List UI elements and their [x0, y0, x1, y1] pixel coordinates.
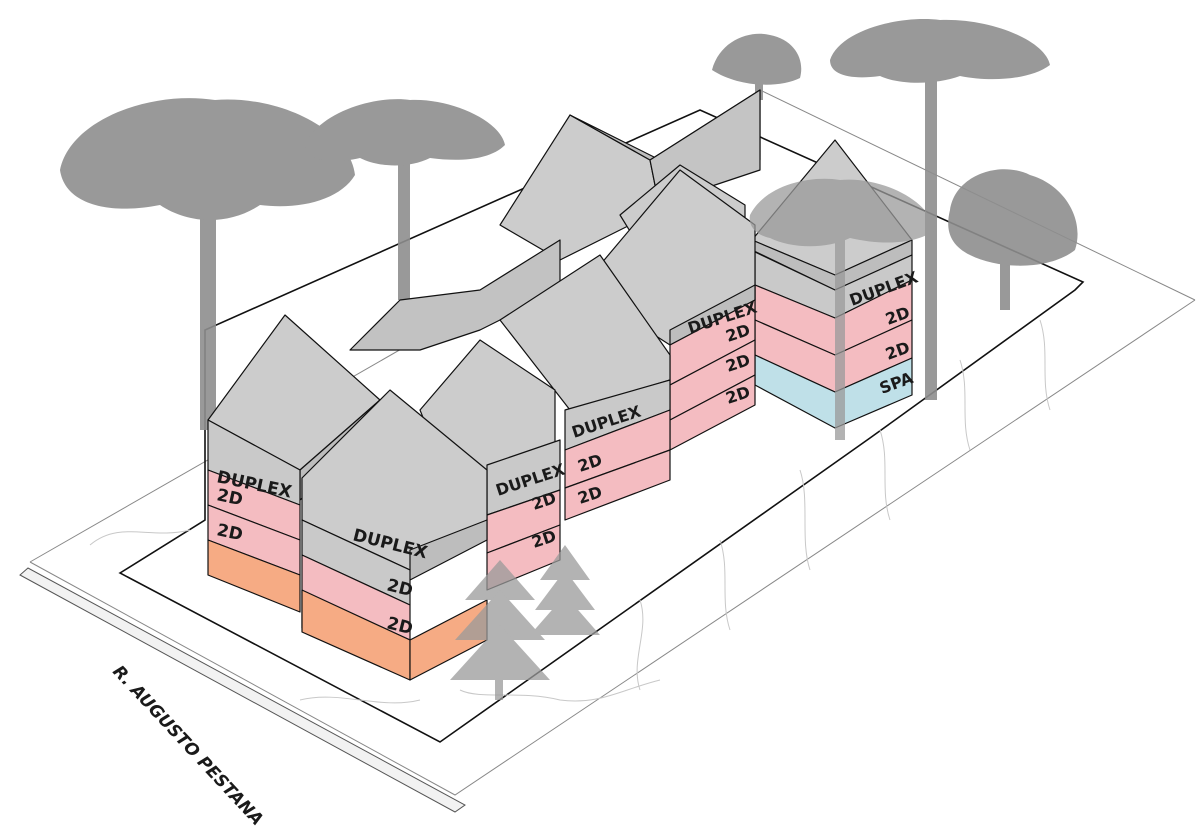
- block-front-center: [301, 389, 488, 681]
- foreground-trees: [450, 178, 935, 700]
- sidewalk-line: [29, 299, 1196, 796]
- araucaria-tree-icon: [305, 99, 505, 300]
- pine-tree-icon: [450, 560, 550, 700]
- pine-tree-icon: [530, 545, 600, 635]
- terrain-contours: [89, 319, 1051, 704]
- ground-floor: [207, 539, 301, 613]
- block-front-left: [207, 314, 381, 613]
- street-strip: [19, 567, 466, 813]
- araucaria-tree-icon: [749, 178, 935, 440]
- site-ground: [19, 89, 1196, 813]
- araucaria-tree-icon: [60, 98, 355, 430]
- block-middle-right: [499, 254, 671, 521]
- araucaria-tree-icon: [948, 169, 1078, 310]
- araucaria-tree-icon: [712, 33, 802, 100]
- floor-2d-2: [564, 449, 671, 521]
- roof: [499, 254, 671, 411]
- araucaria-tree-icon: [830, 19, 1050, 400]
- background-trees: [60, 19, 1078, 430]
